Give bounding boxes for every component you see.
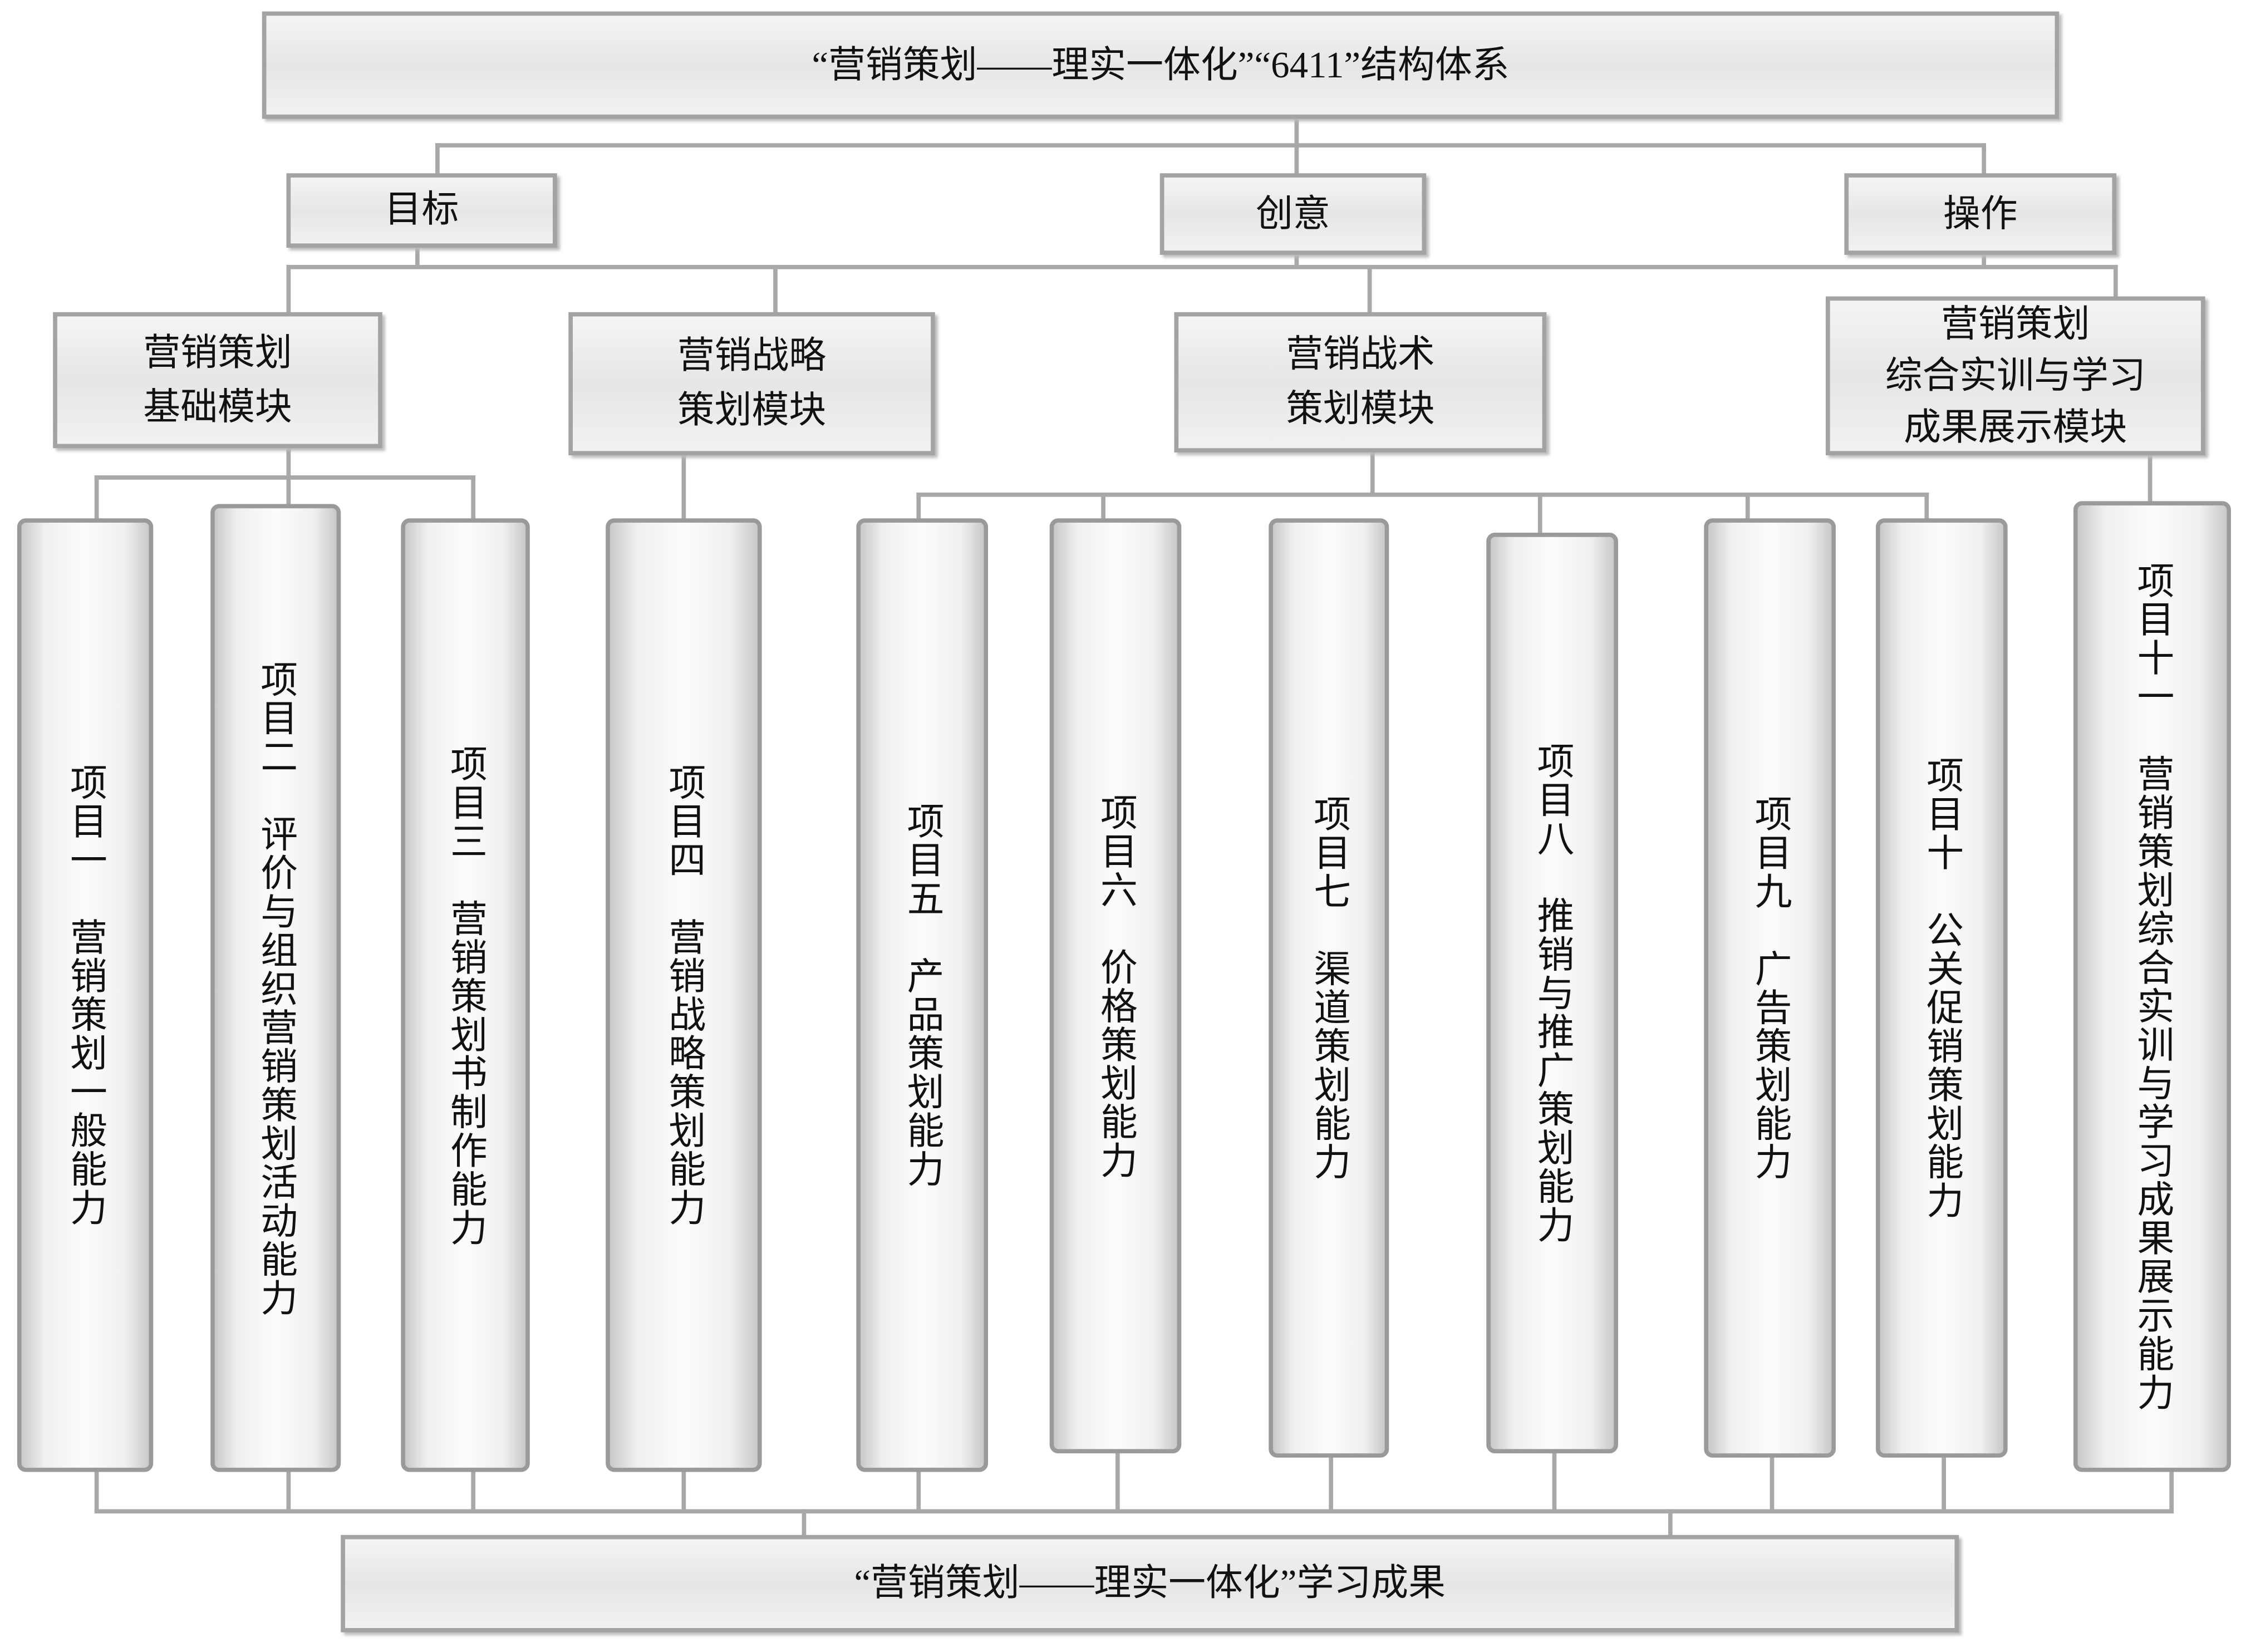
connector: [773, 264, 778, 314]
connector: [1101, 492, 1105, 520]
learning-outcome-box: “营销策划——理实一体化”学习成果: [341, 1535, 1959, 1633]
connector: [916, 492, 921, 520]
connector: [1294, 143, 1299, 175]
connector: [1367, 264, 1372, 314]
project-column: 项目七 渠道策划能力: [1269, 518, 1389, 1458]
connector: [286, 448, 291, 477]
connector: [1668, 1509, 1673, 1537]
connector: [1115, 1452, 1120, 1512]
system-title-box: “营销策划——理实一体化”“6411”结构体系: [262, 11, 2060, 119]
connector: [286, 264, 291, 314]
project-label: 项目十 公关促销策划能力: [1921, 756, 1963, 1220]
connector: [471, 475, 476, 520]
module-box-basic: 营销策划 基础模块: [53, 312, 382, 449]
project-column: 项目五 产品策划能力: [856, 518, 989, 1472]
connector: [435, 143, 1985, 148]
connector: [2114, 264, 2118, 298]
project-label: 项目三 营销策划书制作能力: [445, 744, 487, 1247]
connector: [1329, 1454, 1333, 1512]
module-label: 营销策划 综合实训与学习 成果展示模块: [1885, 303, 2146, 448]
project-column: 项目二 评价与组织营销策划活动能力: [210, 504, 341, 1472]
connector: [1982, 143, 1987, 175]
project-label: 项目八 推销与推广策划能力: [1532, 741, 1574, 1245]
connector: [1745, 492, 1750, 520]
project-label: 项目九 广告策划能力: [1749, 794, 1792, 1182]
project-label: 项目四 营销战略策划能力: [664, 763, 705, 1227]
project-column: 项目六 价格策划能力: [1049, 518, 1182, 1454]
connector: [415, 246, 420, 267]
connector: [286, 264, 2117, 269]
module-label: 营销战略 策划模块: [677, 335, 827, 431]
dimension-label: 操作: [1943, 193, 2018, 234]
connector: [916, 1469, 921, 1512]
dimension-box-operation: 操作: [1844, 173, 2117, 255]
project-label: 项目十一 营销策划综合实训与学习成果展示能力: [2132, 561, 2174, 1412]
connector: [1370, 452, 1375, 494]
module-box-comprehensive: 营销策划 综合实训与学习 成果展示模块: [1825, 296, 2205, 456]
connector: [916, 492, 1929, 497]
module-box-strategy: 营销战略 策划模块: [568, 312, 935, 456]
dimension-label: 创意: [1256, 193, 1330, 234]
connector: [681, 1469, 686, 1512]
connector: [471, 1469, 476, 1512]
project-column: 项目九 广告策划能力: [1704, 518, 1836, 1458]
project-column: 项目八 推销与推广策划能力: [1486, 532, 1618, 1454]
project-label: 项目二 评价与组织营销策划活动能力: [255, 659, 297, 1317]
connector: [681, 455, 686, 520]
connector: [94, 475, 99, 520]
learning-outcome-label: “营销策划——理实一体化”学习成果: [854, 1562, 1446, 1604]
connector: [286, 475, 291, 506]
dimension-box-creativity: 创意: [1159, 173, 1427, 255]
project-column: 项目十 公关促销策划能力: [1875, 518, 2008, 1458]
connector: [94, 1469, 99, 1512]
project-column: 项目三 营销策划书制作能力: [401, 518, 530, 1472]
module-label: 营销策划 基础模块: [143, 331, 292, 427]
connector: [2147, 455, 2152, 503]
project-column: 项目四 营销战略策划能力: [606, 518, 762, 1472]
connector: [1924, 492, 1929, 520]
connector: [1942, 1454, 1947, 1512]
project-label: 项目七 渠道策划能力: [1309, 794, 1350, 1182]
project-label: 项目一 营销策划一般能力: [65, 763, 107, 1227]
connector: [1770, 1454, 1775, 1512]
connector: [1552, 1452, 1557, 1512]
dimension-label: 目标: [384, 189, 459, 231]
connector: [94, 475, 476, 480]
connector: [435, 143, 440, 175]
connector: [802, 1509, 807, 1537]
module-label: 营销战术 策划模块: [1286, 333, 1435, 430]
project-label: 项目五 产品策划能力: [902, 802, 944, 1189]
connector: [1537, 492, 1542, 534]
connector: [1294, 117, 1299, 146]
project-column: 项目十一 营销策划综合实训与学习成果展示能力: [2073, 501, 2231, 1472]
system-title: “营销策划——理实一体化”“6411”结构体系: [812, 43, 1510, 86]
dimension-box-goal: 目标: [286, 173, 557, 248]
connector: [1294, 254, 1299, 267]
project-label: 项目六 价格策划能力: [1095, 792, 1137, 1179]
connector: [286, 1469, 291, 1512]
module-box-tactics: 营销战术 策划模块: [1174, 312, 1547, 453]
connector: [94, 1509, 2174, 1514]
project-column: 项目一 营销策划一般能力: [17, 518, 154, 1472]
connector: [1982, 254, 1987, 267]
connector: [2169, 1469, 2174, 1512]
